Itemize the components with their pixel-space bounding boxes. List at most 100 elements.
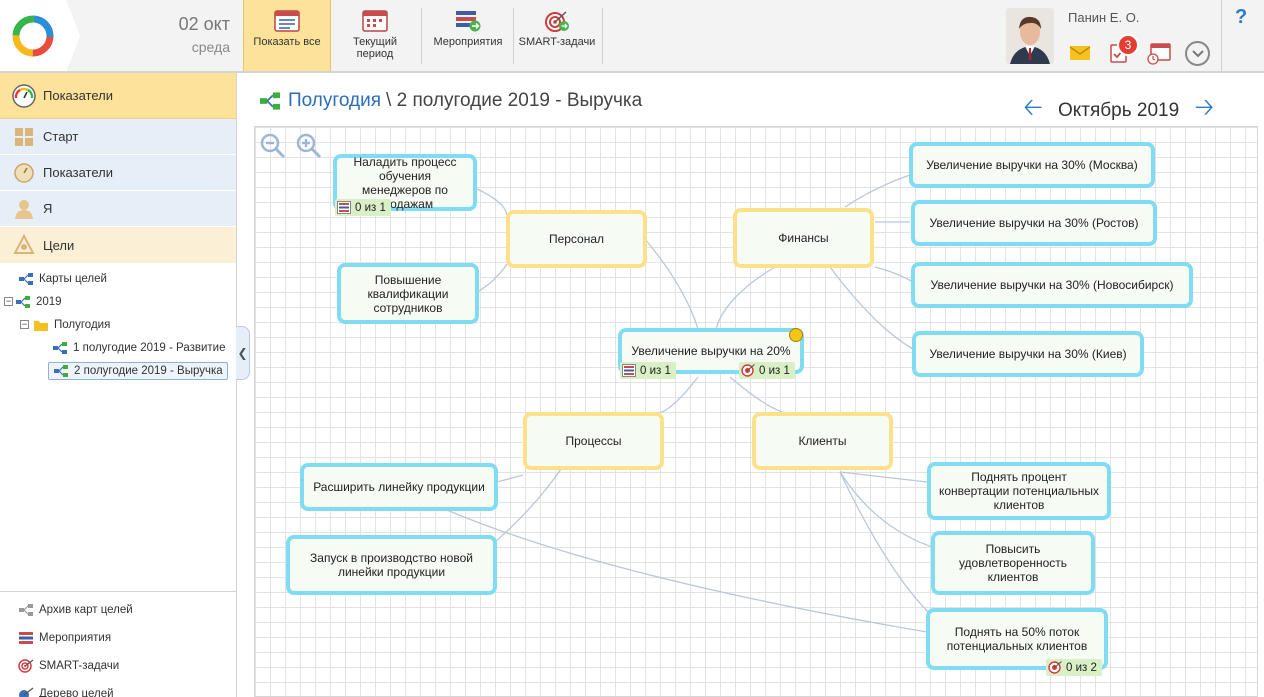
zoom-out-icon[interactable] [259, 132, 287, 160]
goal-node-text: Наладить процесс обучения менеджеров по … [353, 154, 457, 211]
tree-item-half1[interactable]: 1 полугодие 2019 - Развитие [0, 336, 236, 359]
goal-node-text: Повышение квалификации сотрудников [367, 272, 449, 315]
target-icon [1048, 661, 1062, 674]
grid-icon [15, 127, 33, 146]
goal-node-clients[interactable]: Клиенты [752, 412, 893, 470]
sidebar-item-label: SMART-задачи [39, 660, 120, 672]
events-button[interactable]: Мероприятия [426, 0, 510, 71]
smart-progress-badge[interactable]: 0 из 1 [739, 362, 795, 379]
events-progress-badge[interactable]: 0 из 1 [620, 362, 676, 379]
user-photo [1006, 8, 1054, 64]
goal-node-loyalty[interactable]: Повысить удовлетворенность клиентов [931, 531, 1095, 595]
tree-item-half2-selected[interactable]: 2 полугодие 2019 - Выручка [0, 359, 236, 382]
events-progress-badge[interactable]: 0 из 1 [335, 199, 391, 216]
sidebar-item-label: Цели [43, 237, 75, 253]
sidebar-item-me[interactable]: Я [0, 191, 236, 227]
sidebar-item-events[interactable]: Мероприятия [0, 624, 236, 652]
goal-node-personal[interactable]: Персонал [506, 210, 647, 268]
sidebar-item-archive[interactable]: Архив карт целей [0, 596, 236, 624]
collapse-icon[interactable]: − [4, 296, 13, 306]
list-icon [274, 10, 300, 32]
goal-node-flow[interactable]: Поднять на 50% поток потенциальных клиен… [926, 608, 1108, 670]
tasks-count-badge: 3 [1117, 34, 1139, 56]
events-icon [19, 632, 33, 644]
goal-node-qualification[interactable]: Повышение квалификации сотрудников [337, 263, 479, 324]
user-icon [15, 199, 33, 219]
show-all-label: Показать все [253, 36, 321, 48]
sidebar-item-smart[interactable]: SMART-задачи [0, 652, 236, 680]
goal-node-novosibirsk[interactable]: Увеличение выручки на 30% (Новосибирск) [911, 262, 1193, 308]
sidebar-item-label: Дерево целей [39, 688, 114, 697]
mail-icon[interactable] [1069, 45, 1091, 61]
help-button[interactable]: ? [1235, 6, 1248, 28]
goal-node-rostov[interactable]: Увеличение выручки на 30% (Ростов) [911, 200, 1157, 246]
user-name[interactable]: Панин Е. О. [1068, 10, 1140, 25]
sidebar-collapse-button[interactable]: ❮ [236, 326, 250, 380]
calendar-alarm-icon[interactable] [1146, 43, 1172, 65]
zoom-in-icon[interactable] [295, 132, 323, 160]
sidebar-item-label: Мероприятия [39, 632, 112, 644]
goal-node-text: Увеличение выручки на 30% (Ростов) [929, 216, 1139, 230]
sidebar-bottom-menu: Архив карт целей Мероприятия SMART-задач… [0, 591, 236, 697]
smart-progress-badge[interactable]: 0 из 2 [1046, 659, 1102, 676]
breadcrumb-current: \ 2 полугодие 2019 - Выручка [386, 90, 643, 111]
user-menu-button[interactable] [1185, 41, 1210, 66]
sidebar-item-goals[interactable]: Цели [0, 227, 236, 263]
date-day: 02 окт [178, 14, 230, 34]
goal-node-text: Клиенты [798, 434, 847, 448]
folder-icon [34, 320, 48, 331]
breadcrumb-link[interactable]: Полугодия [288, 90, 382, 111]
logo-arrow [66, 0, 80, 72]
show-all-button[interactable]: Показать все [243, 0, 331, 71]
period-label: Октябрь 2019 [1058, 99, 1180, 121]
date-weekday: среда [191, 39, 230, 55]
period-selector: 🡠 Октябрь 2019 🡢 [1020, 90, 1217, 131]
tree-icon [19, 687, 34, 697]
tree-item-label: 2019 [36, 295, 62, 308]
chevron-left-icon: ❮ [237, 346, 248, 360]
goal-node-text: Поднять процент конвертации потенциальны… [939, 470, 1099, 512]
goal-map-green-icon [16, 295, 30, 308]
prev-period-arrow-icon[interactable]: 🡠 [1023, 94, 1043, 121]
tree-item-year[interactable]: − 2019 [0, 290, 236, 313]
help-divider [1221, 0, 1222, 71]
tree-item-folder[interactable]: − Полугодия [0, 313, 236, 336]
connector-lines [446, 174, 933, 633]
goal-node-text: Поднять на 50% поток потенциальных клиен… [946, 625, 1088, 653]
goal-map-canvas[interactable]: Наладить процесс обучения менеджеров по … [254, 126, 1258, 697]
archive-icon [19, 604, 33, 616]
sidebar-header-indicators[interactable]: Показатели [0, 73, 236, 119]
goal-node-processes[interactable]: Процессы [523, 412, 664, 470]
goal-node-conversion[interactable]: Поднять процент конвертации потенциальны… [927, 462, 1111, 520]
tree-selection[interactable]: 2 полугодие 2019 - Выручка [48, 361, 228, 380]
events-icon [337, 201, 351, 214]
app-logo[interactable] [0, 0, 66, 71]
goal-node-moscow[interactable]: Увеличение выручки на 30% (Москва) [909, 142, 1155, 188]
sidebar-item-start[interactable]: Старт [0, 119, 236, 155]
collapse-icon[interactable]: − [20, 319, 29, 329]
goal-node-finance[interactable]: Финансы [733, 208, 874, 268]
tree-item-goal-maps[interactable]: Карты целей [0, 267, 236, 290]
goal-node-text: Увеличение выручки на 20% [631, 344, 791, 358]
sidebar-header-label: Показатели [43, 88, 113, 103]
sidebar-item-label: Показатели [43, 165, 113, 180]
logo-icon [12, 15, 54, 57]
sidebar-item-label: Старт [43, 129, 79, 144]
sidebar-item-indicators[interactable]: Показатели [0, 155, 236, 191]
sidebar-item-label: Я [43, 201, 53, 216]
goal-node-expand-line[interactable]: Расширить линейку продукции [300, 463, 498, 511]
goal-node-text: Персонал [548, 232, 605, 246]
badge-text: 0 из 1 [355, 201, 386, 214]
goal-node-kiev[interactable]: Увеличение выручки на 30% (Киев) [912, 331, 1144, 377]
tree-item-label: 1 полугодие 2019 - Развитие [73, 341, 226, 354]
current-period-button[interactable]: Текущий период [333, 0, 417, 71]
top-bar: 02 окт среда Показать все Текущий период [0, 0, 1264, 73]
goal-node-launch[interactable]: Запуск в производство новой линейки прод… [286, 535, 497, 595]
chevron-down-icon [1191, 49, 1204, 57]
next-period-arrow-icon[interactable]: 🡢 [1194, 94, 1214, 121]
goal-node-text: Увеличение выручки на 30% (Новосибирск) [930, 278, 1174, 292]
avatar[interactable] [1006, 8, 1054, 64]
goal-node-training[interactable]: Наладить процесс обучения менеджеров по … [333, 154, 477, 211]
smart-tasks-button[interactable]: SMART-задачи [516, 0, 598, 71]
sidebar-item-goal-tree[interactable]: Дерево целей [0, 680, 236, 697]
